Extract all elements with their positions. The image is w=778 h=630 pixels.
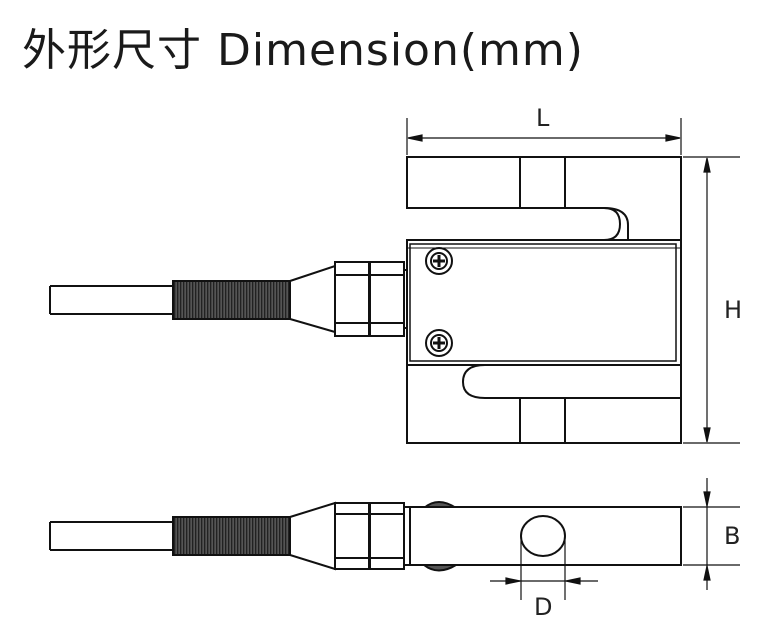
taper-front [289,264,336,334]
dimension-b [683,478,740,590]
dimension-d [490,540,598,600]
label-l: L [536,104,550,132]
mounting-hole [520,515,566,557]
screw-top-icon [425,247,453,275]
screw-head-side-bottom [423,564,457,572]
page-title: 外形尺寸 Dimension(mm) [22,25,584,76]
thread-side [172,516,291,556]
side-view [49,501,682,572]
front-view [49,156,682,444]
label-h: H [724,296,743,324]
dimension-h [683,156,740,444]
cable-side [49,521,175,551]
dimension-l [406,118,682,155]
screw-bottom-icon [425,329,453,357]
thread-front [172,280,291,320]
s-beam-body [406,156,682,444]
label-d: D [534,593,553,621]
connector-nuts-side [334,502,405,570]
label-b: B [724,522,741,550]
cable-front [49,285,175,315]
connector-nuts-front [334,261,411,337]
taper-side [289,501,336,571]
